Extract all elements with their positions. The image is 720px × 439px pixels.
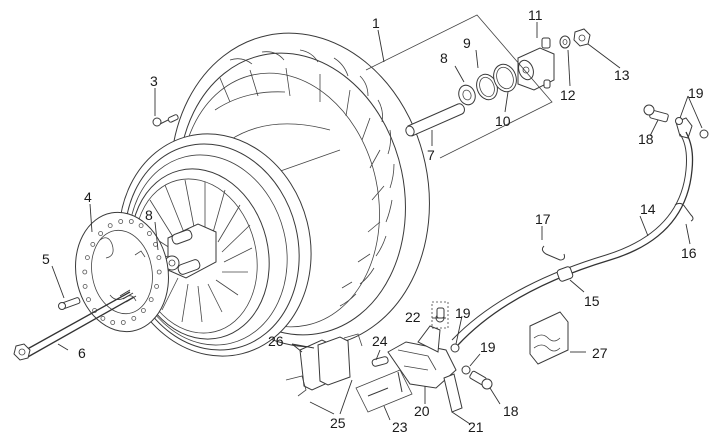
callout-13: 13 xyxy=(614,67,630,83)
axle-nut xyxy=(573,28,591,47)
callout-5: 5 xyxy=(42,251,50,267)
caliper-bolt-24 xyxy=(371,356,389,367)
brake-caliper xyxy=(387,313,457,389)
callout-20: 20 xyxy=(414,403,430,419)
callout-6: 6 xyxy=(78,345,86,361)
callout-17: 17 xyxy=(535,211,551,227)
disc-hole xyxy=(98,231,103,236)
callout-15: 15 xyxy=(584,293,600,309)
callout-11: 11 xyxy=(528,7,543,23)
callout-1: 1 xyxy=(372,15,380,31)
disc-hole xyxy=(107,223,113,229)
callout-8-bearing: 8 xyxy=(440,50,448,66)
callout-8-hub: 8 xyxy=(145,207,153,223)
disc-hole xyxy=(128,219,134,224)
speedo-gear-washer xyxy=(493,63,517,93)
disc-hole xyxy=(82,269,88,275)
callout-26: 26 xyxy=(268,333,284,349)
banjo-bolt-lower xyxy=(469,370,493,390)
disc-hole xyxy=(86,297,91,303)
disc-bolt xyxy=(58,297,81,310)
callout-18-bottom: 18 xyxy=(503,403,519,419)
callout-3: 3 xyxy=(150,73,158,89)
disc-hole xyxy=(140,308,146,313)
disc-hole xyxy=(156,269,162,275)
callout-21: 21 xyxy=(468,419,484,435)
callout-22: 22 xyxy=(405,309,421,325)
disc-hole xyxy=(148,297,154,303)
disc-hole xyxy=(118,219,124,224)
hose-clip-16 xyxy=(674,202,694,222)
disc-hole xyxy=(82,283,88,289)
hose-clip-17 xyxy=(541,245,565,261)
banjo-washers-lower xyxy=(450,343,471,375)
callout-23: 23 xyxy=(392,419,408,435)
brake-hose xyxy=(451,117,694,346)
disc-hole xyxy=(138,223,144,229)
callout-9: 9 xyxy=(463,35,471,51)
axle-spacer xyxy=(405,103,465,137)
washer xyxy=(559,35,571,49)
leader-lines xyxy=(51,22,703,425)
callout-10: 10 xyxy=(495,113,511,129)
callout-labels: 1 3 4 5 6 7 8 8 9 10 11 12 13 14 15 16 1… xyxy=(42,7,704,435)
callout-12: 12 xyxy=(560,87,576,103)
copper-washers-top xyxy=(675,117,709,139)
disc-hole xyxy=(154,283,160,289)
tire-valve xyxy=(152,114,179,127)
callout-25: 25 xyxy=(330,415,346,431)
front-axle xyxy=(13,289,137,361)
callout-7: 7 xyxy=(427,147,435,163)
brake-pads xyxy=(285,333,363,397)
callout-14: 14 xyxy=(640,201,656,217)
callout-4: 4 xyxy=(84,189,92,205)
disc-hole xyxy=(90,241,96,247)
disc-hole xyxy=(110,320,116,325)
kit-outline xyxy=(365,14,553,159)
banjo-bolt-top xyxy=(643,104,669,123)
speedometer-drive xyxy=(517,37,555,91)
disc-hole xyxy=(146,231,152,236)
brake-disc xyxy=(75,211,169,333)
seal-kit-bag xyxy=(529,311,569,365)
caliper-shim-21 xyxy=(443,373,463,413)
disc-hole xyxy=(131,315,137,321)
wheel-bearing xyxy=(458,84,476,106)
bleed-valve xyxy=(431,301,449,329)
disc-hole xyxy=(120,320,126,325)
callout-16: 16 xyxy=(681,245,697,261)
callout-19-top: 19 xyxy=(688,85,704,101)
hose-clamp xyxy=(556,266,574,282)
disc-hole xyxy=(100,315,106,321)
callout-19-mid: 19 xyxy=(455,305,471,321)
callout-27: 27 xyxy=(592,345,608,361)
disc-hole xyxy=(156,255,162,261)
callout-24: 24 xyxy=(372,333,388,349)
callout-18-top: 18 xyxy=(638,131,654,147)
disc-hole xyxy=(85,255,90,261)
pad-pin-kit-23 xyxy=(355,369,413,413)
callout-19-lower: 19 xyxy=(480,339,496,355)
